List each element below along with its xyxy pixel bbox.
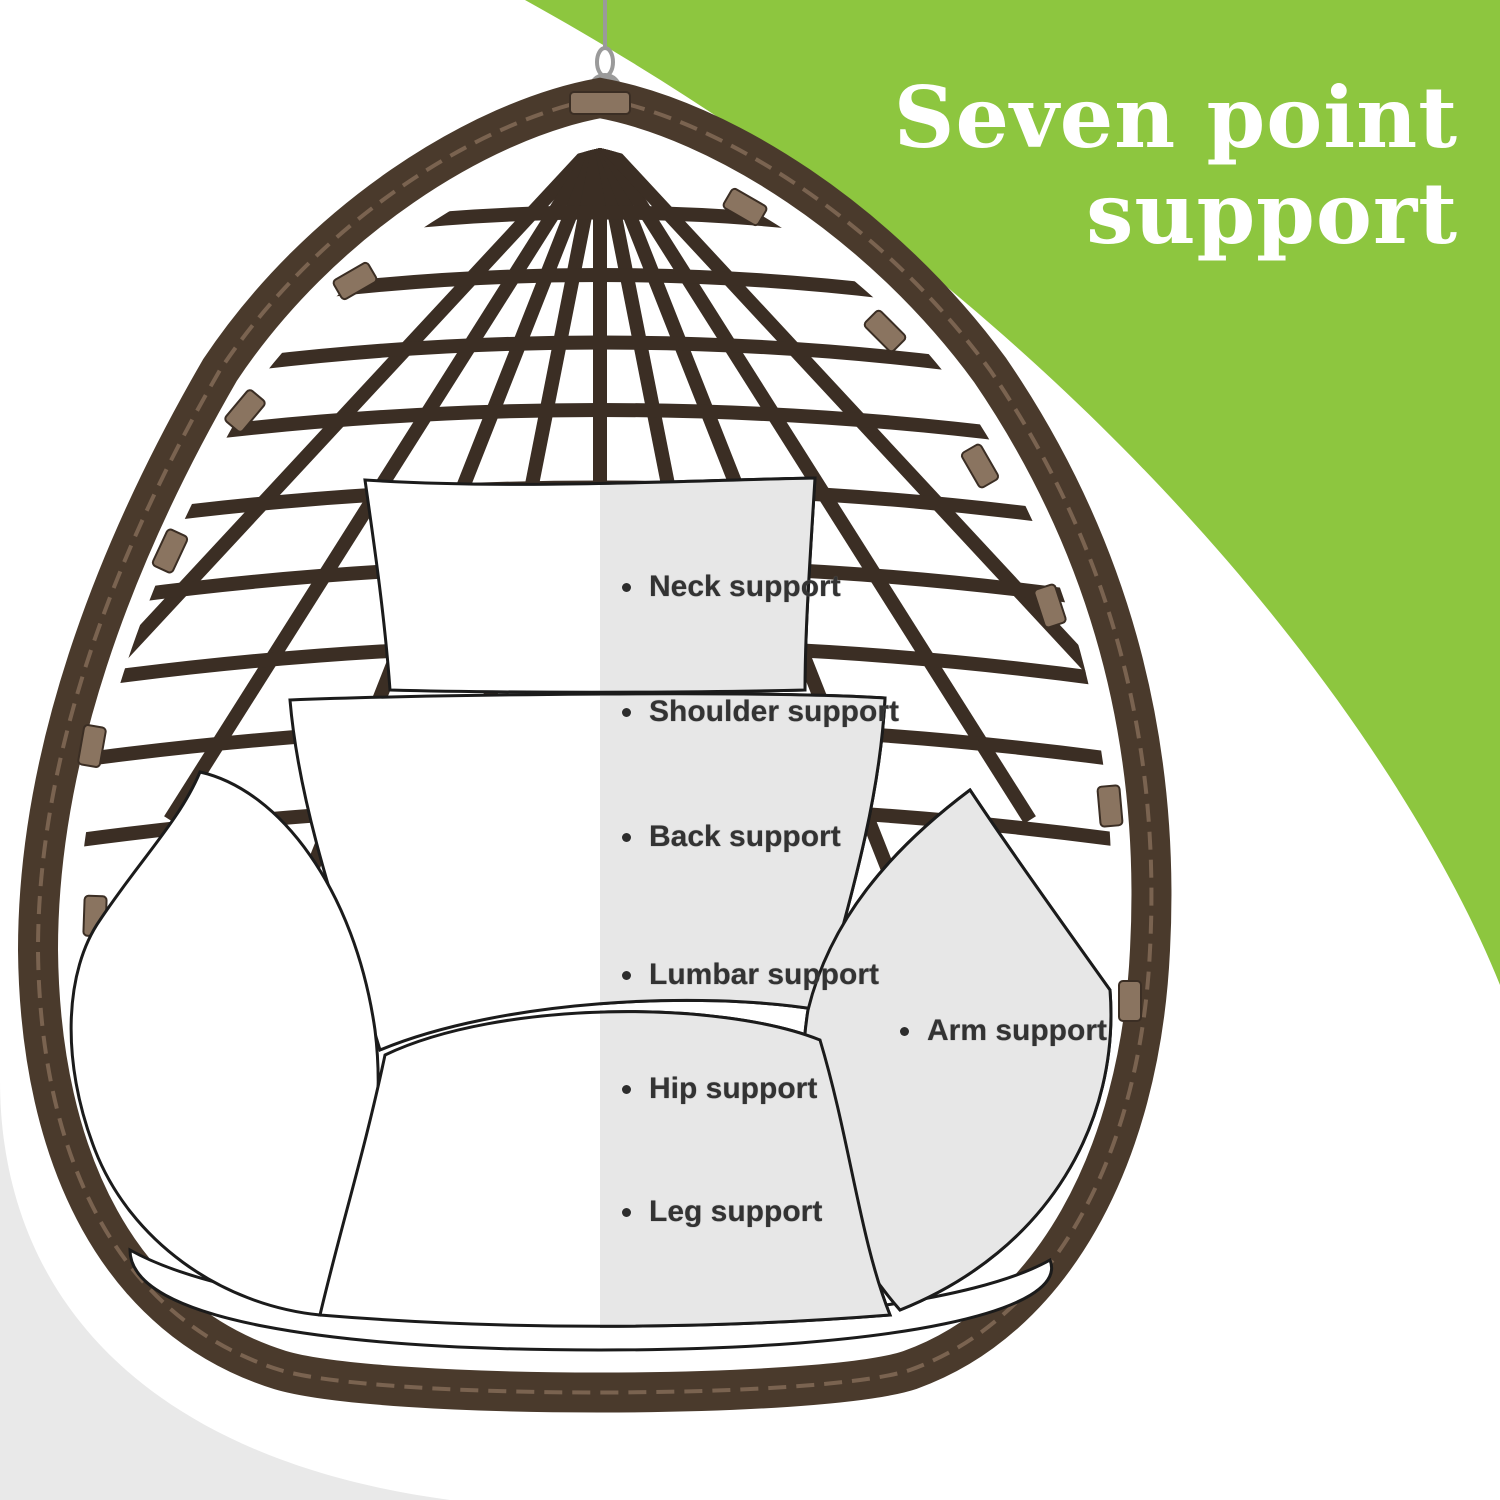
label-leg-support: Leg support [622, 1195, 822, 1229]
gray-corner-background [0, 1080, 450, 1500]
label-lumbar-support-text: Lumbar support [649, 958, 879, 991]
bullet-dot [622, 707, 631, 717]
highlight-overlay [600, 476, 1113, 1328]
label-arm-support-text: Arm support [927, 1014, 1107, 1047]
left-arm-cushion [69, 770, 380, 1317]
label-hip-support-text: Hip support [649, 1072, 818, 1105]
label-back-support-text: Back support [649, 820, 841, 853]
label-shoulder-support: Shoulder support [622, 695, 899, 729]
label-arm-support: Arm support [900, 1014, 1107, 1048]
label-neck-support: Neck support [622, 570, 841, 604]
label-neck-support-text: Neck support [649, 570, 841, 603]
page-title: Seven point support [894, 70, 1458, 262]
bullet-dot [622, 582, 631, 592]
bullet-dot [900, 1026, 909, 1036]
title-line-2: support [1086, 164, 1458, 263]
label-back-support: Back support [622, 820, 841, 854]
label-shoulder-support-text: Shoulder support [649, 695, 899, 728]
bullet-dot [622, 1207, 631, 1217]
green-swoosh-background [525, 0, 1500, 985]
bullet-dot [622, 1084, 631, 1094]
label-lumbar-support: Lumbar support [622, 958, 879, 992]
label-hip-support: Hip support [622, 1072, 817, 1106]
bullet-dot [622, 970, 631, 980]
bullet-dot [622, 832, 631, 842]
title-line-1: Seven point [893, 68, 1458, 167]
label-leg-support-text: Leg support [649, 1195, 823, 1228]
